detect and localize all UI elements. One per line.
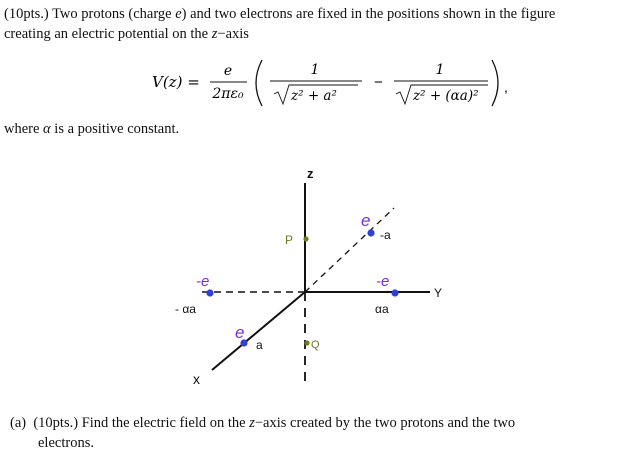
problem-statement: (10pts.) Two protons (charge e) and two … (4, 4, 629, 44)
x-axis-negative (304, 207, 395, 293)
prefactor-denominator: 2πε₀ (211, 86, 244, 102)
term1-sqrt (273, 84, 358, 106)
term2-denominator: z² + (αa)² (412, 88, 479, 104)
equation-comma: , (504, 79, 508, 95)
potential-equation: V(z) = e 2πε₀ 1 z² + a² − 1 z² + (αa)² , (152, 59, 508, 107)
electron-left-charge: -e (196, 273, 209, 290)
point-p-label: P (285, 233, 293, 247)
x-axis-label: x (193, 371, 200, 387)
electron-right-dot (391, 289, 399, 297)
x-axis-positive (211, 291, 306, 371)
term1-numerator: 1 (311, 62, 320, 78)
point-q-label: Q (311, 339, 320, 351)
question-a: (a) (10pts.) Find the electric field on … (10, 413, 628, 453)
electron-right-position: αa (375, 302, 389, 316)
problem-line-2: creating an electric potential on the z−… (4, 26, 249, 42)
proton-top-position: -a (380, 228, 391, 242)
electron-right-charge: -e (376, 273, 389, 290)
proton-bottom-dot (240, 339, 248, 347)
electron-left-position: - αa (175, 302, 196, 316)
equation-lhs: V(z) = (152, 73, 200, 91)
proton-bottom-position: a (256, 338, 263, 352)
proton-top-dot (367, 229, 375, 237)
equation-minus: − (374, 74, 383, 91)
term2-numerator: 1 (436, 62, 445, 78)
term2-sqrt (395, 84, 488, 106)
point-q-dot (304, 340, 310, 346)
term1-denominator: z² + a² (290, 88, 337, 104)
charge-figure: z Y x P Q e -a -e αa -e - αa e a (175, 166, 442, 387)
proton-bottom-charge: e (235, 323, 244, 342)
electron-left-dot (206, 289, 214, 297)
alpha-definition: where α is a positive constant. (4, 121, 180, 137)
question-a-line-1: (a) (10pts.) Find the electric field on … (10, 415, 516, 431)
problem-line-1: (10pts.) Two protons (charge e) and two … (4, 6, 556, 22)
z-axis-label: z (307, 166, 314, 181)
proton-top-charge: e (361, 211, 370, 230)
right-paren (491, 59, 499, 107)
y-axis-label: Y (434, 286, 442, 300)
point-p-dot (303, 236, 309, 242)
prefactor-numerator: e (224, 63, 232, 79)
question-a-line-2: electrons. (38, 435, 94, 451)
left-paren (255, 59, 263, 107)
